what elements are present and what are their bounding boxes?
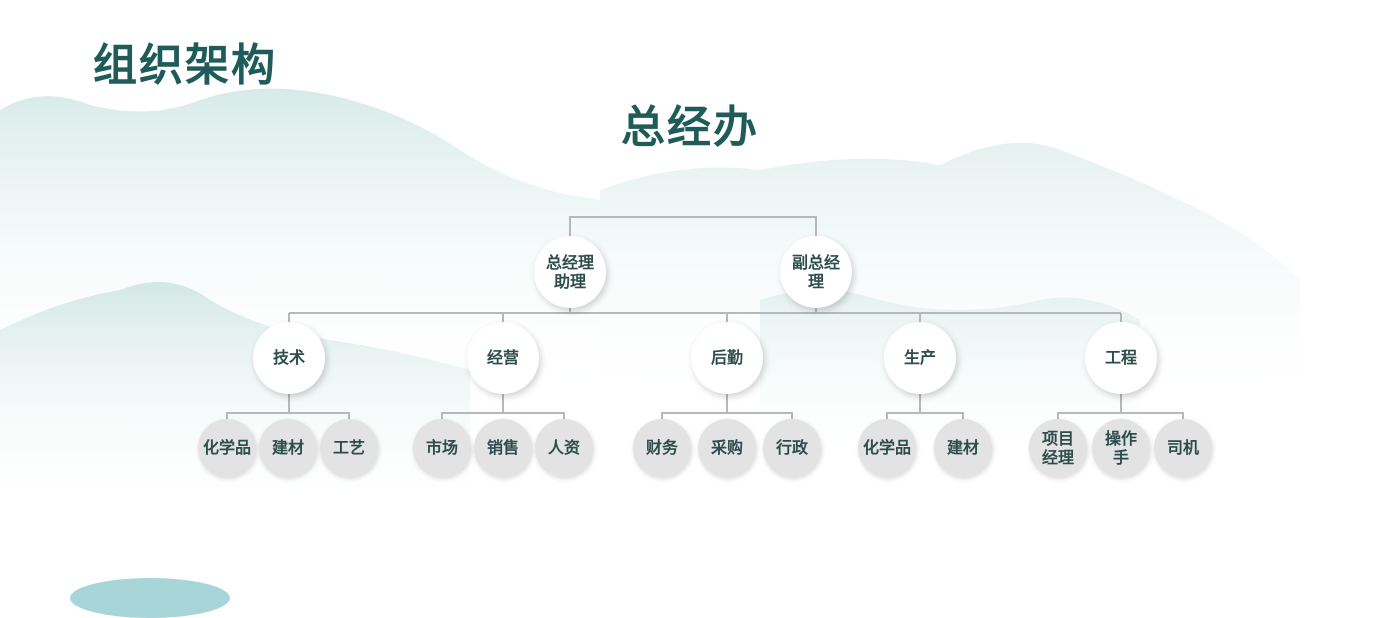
leaf-tech-building-materials: 建材 [259, 419, 317, 477]
leaf-ops-hr: 人资 [535, 419, 593, 477]
node-dept-technology: 技术 [253, 322, 325, 394]
page-title: 组织架构 [93, 40, 277, 91]
node-general-manager-assistant: 总经理助理 [534, 236, 606, 308]
node-dept-operations: 经营 [467, 322, 539, 394]
leaf-engineering-driver: 司机 [1154, 419, 1212, 477]
leaf-tech-process: 工艺 [320, 419, 378, 477]
node-dept-production: 生产 [884, 322, 956, 394]
decorative-teal-blob [70, 578, 230, 618]
leaf-ops-market: 市场 [413, 419, 471, 477]
leaf-ops-sales: 销售 [474, 419, 532, 477]
leaf-production-chemicals: 化学品 [858, 419, 916, 477]
leaf-logistics-administration: 行政 [763, 419, 821, 477]
leaf-engineering-operator: 操作手 [1092, 419, 1150, 477]
leaf-tech-chemicals: 化学品 [198, 419, 256, 477]
leaf-engineering-project-manager: 项目经理 [1029, 419, 1087, 477]
node-dept-engineering: 工程 [1085, 322, 1157, 394]
leaf-logistics-finance: 财务 [633, 419, 691, 477]
leaf-production-building-materials: 建材 [934, 419, 992, 477]
leaf-logistics-procurement: 采购 [698, 419, 756, 477]
node-deputy-general-manager: 副总经理 [780, 236, 852, 308]
node-dept-logistics: 后勤 [691, 322, 763, 394]
root-node-general-office: 总经办 [621, 102, 759, 153]
